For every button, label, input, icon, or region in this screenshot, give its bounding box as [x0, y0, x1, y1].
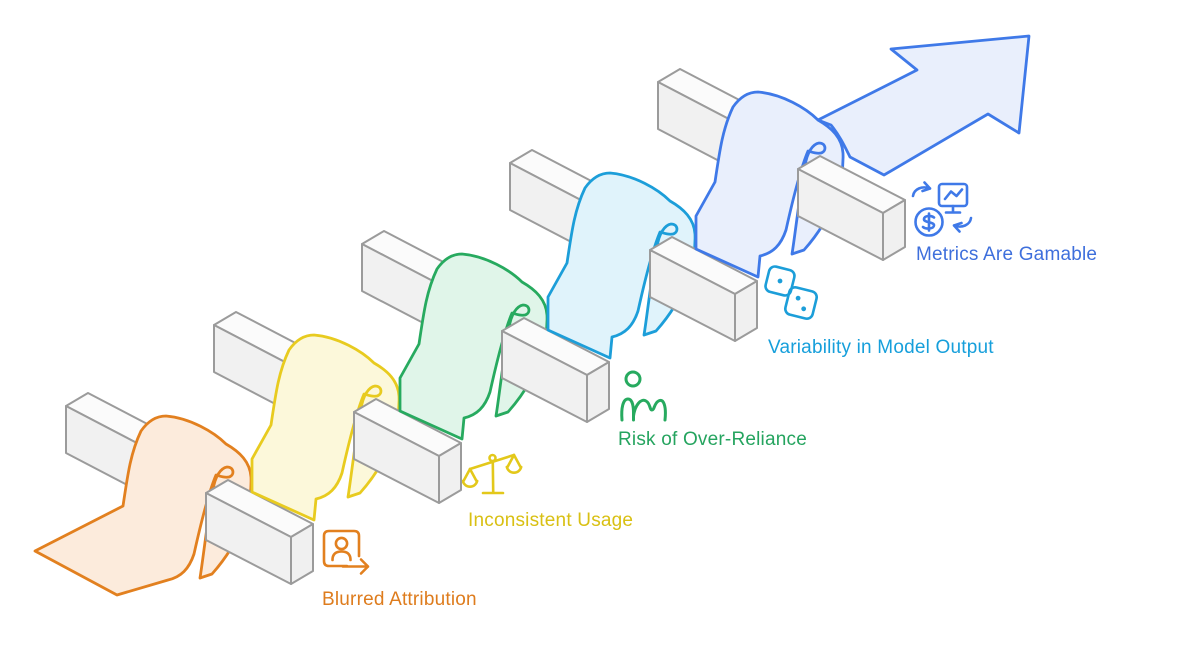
stage-group-inconsistent-usage: [213, 311, 462, 522]
block-beam: [734, 280, 758, 342]
stage-label-inconsistent-usage: Inconsistent Usage: [468, 510, 634, 531]
block-beam: [290, 523, 314, 585]
stage-label-blurred-attribution: Blurred Attribution: [322, 589, 477, 610]
dice-icon: [750, 256, 824, 324]
person-badge-arrow-icon: [318, 520, 374, 576]
person-slipping-icon: [616, 366, 670, 422]
block-beam: [438, 442, 462, 504]
balance-scale-icon: [462, 444, 524, 504]
growth-arrow: [816, 34, 1031, 177]
stage-label-variability-in-model-output: Variability in Model Output: [768, 337, 994, 358]
stage-label-risk-of-over-reliance: Risk of Over-Reliance: [618, 429, 807, 450]
money-cycle-monitor-icon: [908, 176, 976, 240]
block-beam: [586, 361, 610, 423]
stage-group-risk-of-over-reliance: [361, 230, 610, 441]
stage-group-metrics-are-gamable: [657, 34, 1031, 279]
stage-group-variability-in-model-output: [509, 149, 758, 360]
stage-label-metrics-are-gamable: Metrics Are Gamable: [916, 244, 1098, 265]
stage-group-blurred-attribution: [33, 392, 314, 597]
block-beam: [882, 199, 906, 261]
